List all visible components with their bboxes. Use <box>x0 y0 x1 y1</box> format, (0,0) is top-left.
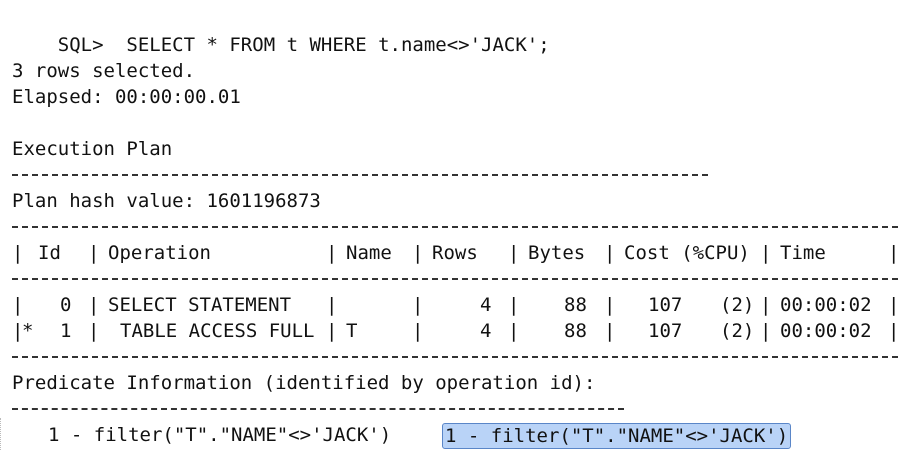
row-id: 1 <box>60 320 72 342</box>
elapsed-text: Elapsed: 00:00:00.01 <box>12 86 241 108</box>
row-cost: 107 <box>648 294 683 316</box>
sql-prompt: SQL> <box>57 34 104 56</box>
divider <box>12 278 898 280</box>
sql-query: SELECT * FROM t WHERE t.name<>'JACK'; <box>126 34 550 56</box>
predicate-line: 1 - filter("T"."NAME"<>'JACK') <box>48 424 392 446</box>
header-cost: Cost (%CPU) <box>624 242 750 264</box>
row-rows: 4 <box>480 294 492 316</box>
divider <box>12 226 898 228</box>
selected-text[interactable]: 1 - filter("T"."NAME"<>'JACK') <box>442 423 792 449</box>
row-rows: 4 <box>480 320 492 342</box>
row-cpu: (2) <box>720 320 755 342</box>
row-bytes: 88 <box>564 320 587 342</box>
header-bytes: Bytes <box>528 242 586 264</box>
plan-hash-text: Plan hash value: 1601196873 <box>12 190 321 212</box>
rows-selected-text: 3 rows selected. <box>12 60 196 82</box>
header-time: Time <box>780 242 826 264</box>
row-operation: SELECT STATEMENT <box>108 294 292 316</box>
divider <box>12 174 708 176</box>
row-marker: * <box>22 320 34 342</box>
divider <box>12 356 898 358</box>
row-name: T <box>346 320 358 342</box>
row-time: 00:00:02 <box>780 320 872 342</box>
row-operation: TABLE ACCESS FULL <box>120 320 315 342</box>
row-cpu: (2) <box>720 294 755 316</box>
header-operation: Operation <box>108 242 211 264</box>
row-cost: 107 <box>648 320 683 342</box>
row-time: 00:00:02 <box>780 294 872 316</box>
row-id: 0 <box>60 294 72 316</box>
header-name: Name <box>346 242 392 264</box>
row-marker <box>22 292 36 318</box>
row-bytes: 88 <box>564 294 587 316</box>
header-id: Id <box>38 242 61 264</box>
header-rows: Rows <box>432 242 478 264</box>
divider <box>12 408 624 410</box>
sql-prompt-line: SQL> SELECT * FROM t WHERE t.name<>'JACK… <box>12 6 550 56</box>
execution-plan-title: Execution Plan <box>12 138 173 160</box>
predicate-title: Predicate Information (identified by ope… <box>12 372 596 394</box>
gutter-marker <box>0 418 5 450</box>
